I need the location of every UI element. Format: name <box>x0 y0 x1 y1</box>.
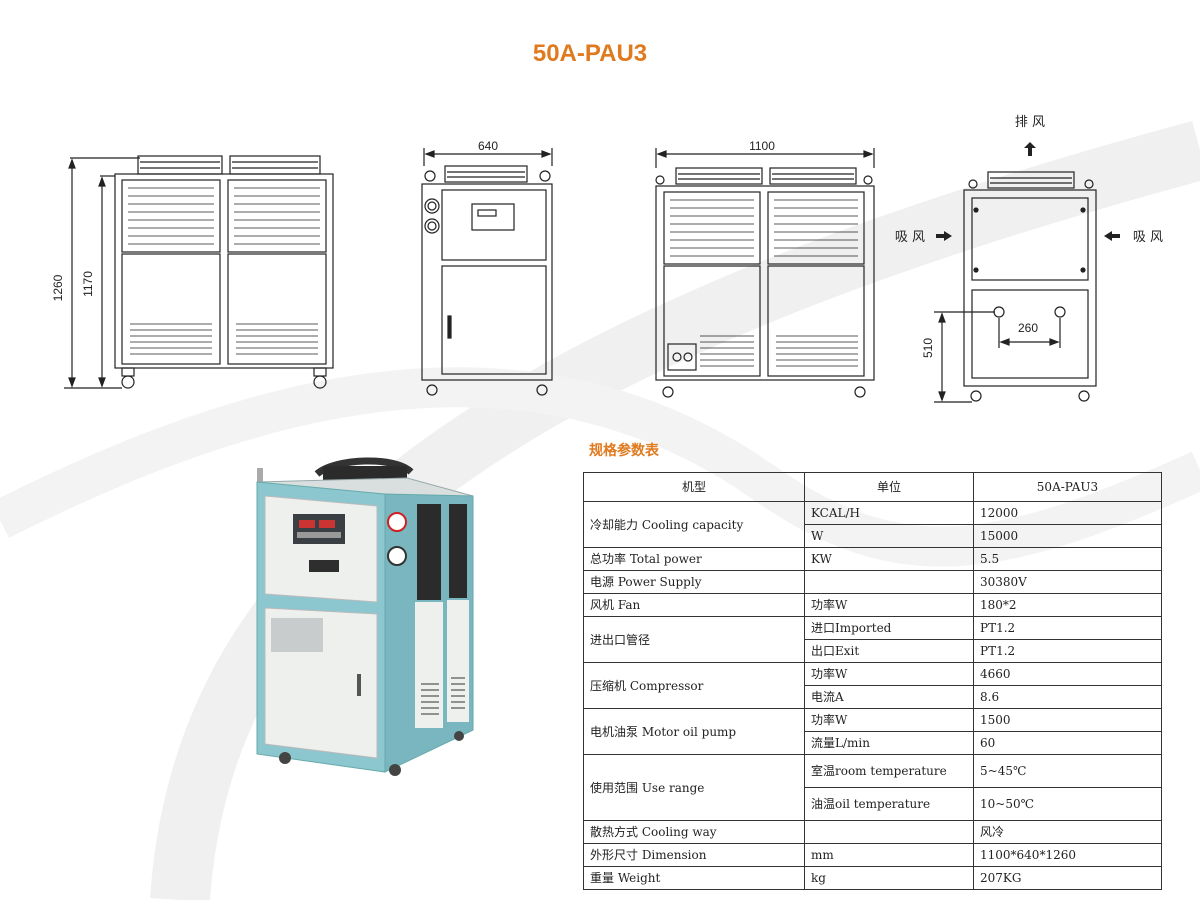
row-label-compressor: 压缩机 Compressor <box>583 662 805 709</box>
intake-left-arrow-icon <box>936 231 952 241</box>
cell-value: 12000 <box>973 501 1162 525</box>
table-row: 出口Exit PT1.2 <box>584 639 1162 663</box>
exhaust-label: 排 风 <box>1015 115 1045 130</box>
row-label-cooling-capacity: 冷却能力 Cooling capacity <box>583 501 805 548</box>
cell-unit: kg <box>804 866 974 890</box>
table-row: 外形尺寸 Dimension mm 1100*640*1260 <box>583 843 1162 867</box>
row-label-pipe: 进出口管径 <box>583 616 805 663</box>
cell-unit: 室温room temperature <box>804 754 974 788</box>
cell-unit: 功率W <box>804 708 974 732</box>
spec-table: 机型 单位 50A-PAU3 冷却能力 Cooling capacity KCA… <box>583 472 1162 890</box>
dim-pipe-spacing: 260 <box>1018 321 1038 335</box>
table-row: 电源 Power Supply 30380V <box>583 570 1162 594</box>
column-header-unit: 单位 <box>804 472 974 502</box>
dim-height-total: 1260 <box>51 274 65 301</box>
front-view-drawing <box>421 148 553 396</box>
table-row: 压缩机 Compressor 功率W 4660 <box>583 662 1162 709</box>
table-row: 总功率 Total power KW 5.5 <box>583 547 1162 571</box>
table-row: 散热方式 Cooling way 风冷 <box>583 820 1162 844</box>
cell-value: 5.5 <box>973 547 1162 571</box>
table-row: 风机 Fan 功率W 180*2 <box>583 593 1162 617</box>
table-row: 电机油泵 Motor oil pump 功率W 1500 <box>583 708 1162 755</box>
row-label-oil-pump: 电机油泵 Motor oil pump <box>583 708 805 755</box>
cell-unit: mm <box>804 843 974 867</box>
cell-value: 1100*640*1260 <box>973 843 1162 867</box>
cell-unit: 功率W <box>804 593 974 617</box>
product-photo <box>256 457 474 776</box>
cell-value: 风冷 <box>973 820 1162 844</box>
dim-pipe-height: 510 <box>921 338 935 358</box>
cell-unit <box>804 820 974 844</box>
exhaust-arrow-icon <box>1024 142 1036 156</box>
spec-heading: 规格参数表 <box>589 443 659 459</box>
page-title: 50A-PAU3 <box>532 40 648 67</box>
row-label-power-supply: 电源 Power Supply <box>583 570 805 594</box>
dim-height-body: 1170 <box>81 271 95 297</box>
table-row: 流量L/min 60 <box>584 731 1162 755</box>
cell-unit: 油温oil temperature <box>804 787 974 821</box>
cell-value: 207KG <box>973 866 1162 890</box>
cell-unit: 功率W <box>804 662 974 686</box>
cell-value: 1500 <box>973 708 1162 732</box>
dim-width-front: 640 <box>478 139 498 153</box>
cell-unit <box>804 570 974 594</box>
back-view-drawing <box>655 148 875 398</box>
intake-left-label: 吸 风 <box>895 230 925 245</box>
cell-value: 15000 <box>973 524 1162 548</box>
table-row: 进出口管径 进口Imported PT1.2 <box>583 616 1162 663</box>
cell-value: PT1.2 <box>973 616 1162 640</box>
cell-unit: KCAL/H <box>804 501 974 525</box>
cell-unit: KW <box>804 547 974 571</box>
cell-value: PT1.2 <box>973 639 1162 663</box>
cell-value: 5~45℃ <box>973 754 1162 788</box>
table-row: 电流A 8.6 <box>584 685 1162 709</box>
column-header-value: 50A-PAU3 <box>973 472 1162 502</box>
row-label-total-power: 总功率 Total power <box>583 547 805 571</box>
cell-value: 10~50℃ <box>973 787 1162 821</box>
row-label-use-range: 使用范围 Use range <box>583 754 805 821</box>
column-header-model: 机型 <box>583 472 805 502</box>
cell-unit: 出口Exit <box>804 639 974 663</box>
airflow-view-drawing <box>934 171 1097 403</box>
dim-width-back: 1100 <box>749 139 775 153</box>
cell-unit: 电流A <box>804 685 974 709</box>
cell-value: 8.6 <box>973 685 1162 709</box>
intake-right-arrow-icon <box>1104 231 1120 241</box>
row-label-fan: 风机 Fan <box>583 593 805 617</box>
cell-unit: 进口Imported <box>804 616 974 640</box>
cell-unit: 流量L/min <box>804 731 974 755</box>
cell-value: 30380V <box>973 570 1162 594</box>
table-row: 油温oil temperature 10~50℃ <box>584 787 1162 821</box>
row-label-dimension: 外形尺寸 Dimension <box>583 843 805 867</box>
table-header-row: 机型 单位 50A-PAU3 <box>583 472 1162 502</box>
cell-value: 60 <box>973 731 1162 755</box>
technical-drawings: 1260 1170 640 1100 260 510 排 风 吸 风 吸 风 <box>51 115 1163 403</box>
row-label-cooling-way: 散热方式 Cooling way <box>583 820 805 844</box>
cell-unit: W <box>804 524 974 548</box>
cell-value: 4660 <box>973 662 1162 686</box>
table-row: 使用范围 Use range 室温room temperature 5~45℃ <box>583 754 1162 821</box>
cell-value: 180*2 <box>973 593 1162 617</box>
table-row: 冷却能力 Cooling capacity KCAL/H 12000 <box>583 501 1162 548</box>
table-row: 重量 Weight kg 207KG <box>583 866 1162 890</box>
intake-right-label: 吸 风 <box>1133 230 1163 245</box>
row-label-weight: 重量 Weight <box>583 866 805 890</box>
side-view-drawing <box>64 155 334 389</box>
